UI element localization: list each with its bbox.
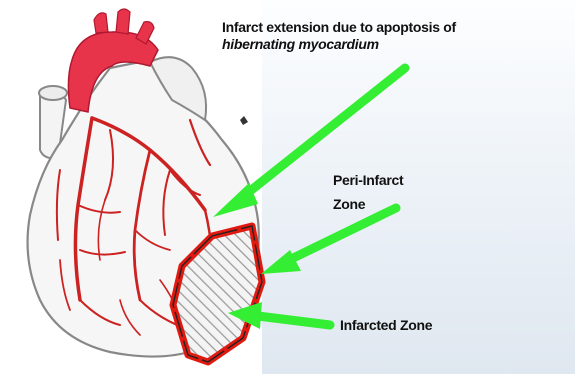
peri-infarct-label: Peri-Infarct Zone bbox=[333, 168, 403, 216]
infarct-extension-line1: Infarct extension due to apoptosis of bbox=[222, 19, 456, 36]
infarct-extension-line2: hibernating myocardium bbox=[222, 36, 456, 53]
peri-infarct-line1: Peri-Infarct bbox=[333, 168, 403, 192]
arrow-peri-infarct bbox=[261, 208, 396, 274]
infarcted-zone-label: Infarcted Zone bbox=[340, 317, 432, 334]
small-mark bbox=[240, 116, 248, 125]
peri-infarct-line2: Zone bbox=[333, 192, 403, 216]
infarct-extension-label: Infarct extension due to apoptosis of hi… bbox=[222, 19, 456, 53]
